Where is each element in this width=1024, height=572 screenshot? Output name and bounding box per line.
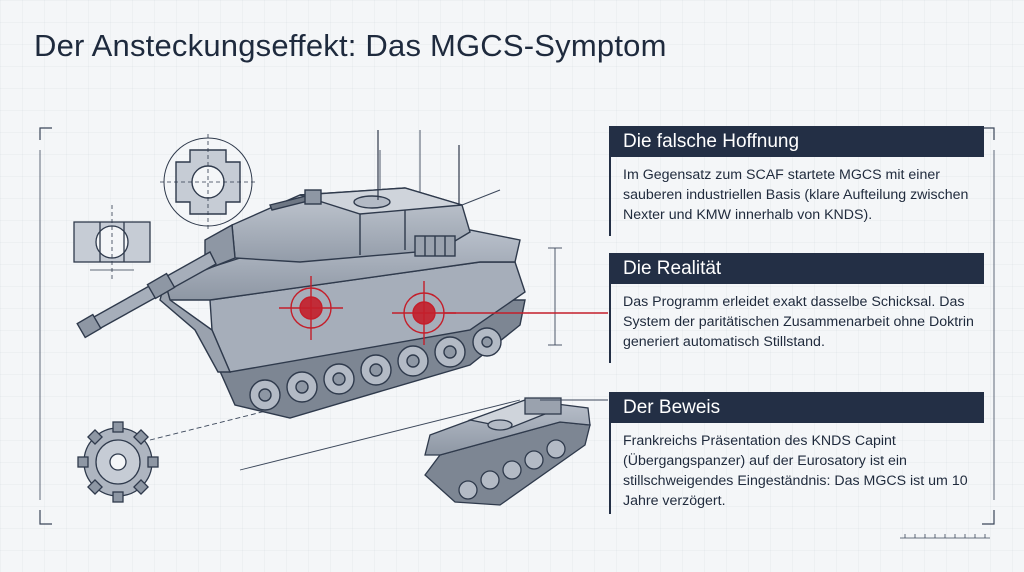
panel-heading: Der Beweis [609, 392, 984, 423]
page-title: Der Ansteckungseffekt: Das MGCS-Symptom [34, 28, 667, 63]
main-battle-tank-blueprint [76, 130, 526, 419]
panel-text: Im Gegensatz zum SCAF startete MGCS mit … [623, 167, 969, 223]
panel-rule-3 [609, 392, 611, 514]
panel-heading: Die Realität [609, 253, 984, 284]
panel-reality: Die Realität Das Programm erleidet exakt… [609, 253, 984, 352]
panel-proof: Der Beweis Frankreichs Präsentation des … [609, 392, 984, 511]
panel-heading: Die falsche Hoffnung [609, 126, 984, 157]
track-link-detail [73, 205, 151, 280]
target-reticle-left [279, 276, 343, 340]
callout-lines [461, 189, 608, 401]
panel-text: Das Programm erleidet exakt dasselbe Sch… [623, 294, 974, 350]
panel-text: Frankreichs Präsentation des KNDS Capint… [623, 433, 968, 509]
tank-illustration [73, 130, 608, 506]
panel-rule-2 [609, 253, 611, 363]
transition-tank-hull-blueprint [424, 397, 591, 506]
hatch-detail [160, 134, 256, 230]
panel-false-hope: Die falsche Hoffnung Im Gegensatz zum SC… [609, 126, 984, 225]
drive-sprocket-detail [77, 421, 159, 503]
panel-rule-1 [609, 126, 611, 236]
target-reticle-right [392, 281, 456, 345]
